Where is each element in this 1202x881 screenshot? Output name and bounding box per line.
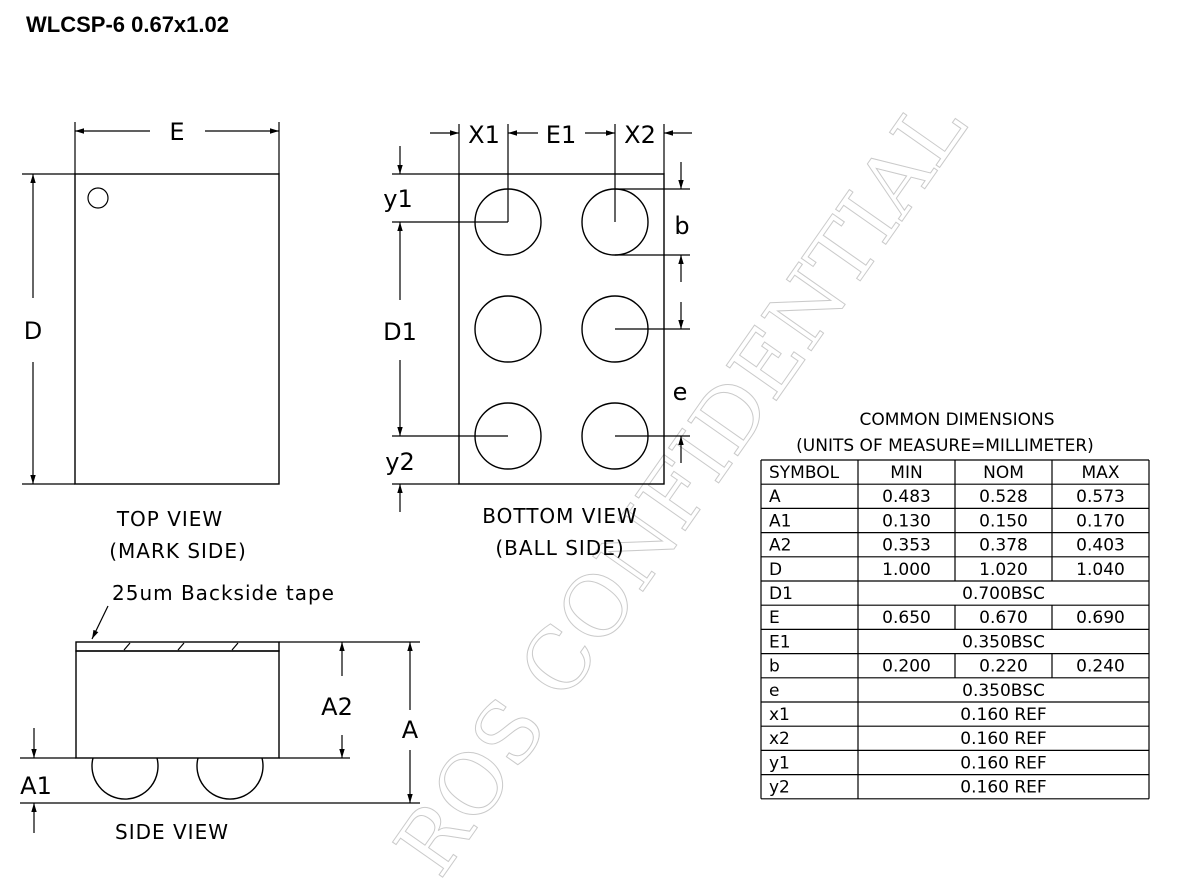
table-cell-max: 0.240 — [1076, 657, 1125, 677]
bottom-view-subcaption: (BALL SIDE) — [495, 536, 624, 560]
table-cell-min: 0.483 — [882, 487, 931, 507]
label-d1: D1 — [383, 318, 417, 346]
table-cell-max: 1.040 — [1076, 560, 1125, 580]
table-cell-span: 0.350BSC — [962, 681, 1045, 701]
table-cell-max: 0.170 — [1076, 511, 1125, 531]
table-header-max: MAX — [1082, 463, 1120, 483]
table-header-min: MIN — [890, 463, 922, 483]
table-cell-symbol: A2 — [769, 536, 791, 556]
table-header-symbol: SYMBOL — [769, 463, 840, 483]
table-cell-symbol: y1 — [769, 753, 790, 773]
table-cell-symbol: A — [769, 487, 781, 507]
table-cell-span: 0.160 REF — [960, 778, 1046, 798]
top-view-caption: TOP VIEW — [116, 507, 223, 531]
label-x1: X1 — [468, 121, 500, 149]
table-cell-min: 0.353 — [882, 536, 931, 556]
table-cell-symbol: E1 — [769, 632, 791, 652]
table-cell-nom: 0.378 — [979, 536, 1028, 556]
label-a: A — [402, 716, 419, 744]
bottom-view: X1 E1 X2 y1 D1 y2 b e BOT — [383, 121, 692, 560]
label-e-pitch: e — [673, 378, 688, 406]
table-grid — [760, 459, 1150, 800]
side-view: 25um Backside tape A2 A A1 SIDE VIEW — [20, 581, 420, 844]
tape-label: 25um Backside tape — [112, 581, 335, 605]
table-cell-symbol: b — [769, 657, 780, 677]
table-cell-nom: 0.220 — [979, 657, 1028, 677]
table-cell-span: 0.700BSC — [962, 584, 1045, 604]
table-cell-symbol: x1 — [769, 705, 790, 725]
table-cell-nom: 0.528 — [979, 487, 1028, 507]
label-a2: A2 — [321, 693, 353, 721]
table-cell-symbol: y2 — [769, 778, 790, 798]
table-subheading: (UNITS OF MEASURE=MILLIMETER) — [796, 436, 1094, 456]
label-y2: y2 — [385, 448, 414, 476]
table-cell-min: 0.200 — [882, 657, 931, 677]
table-cell-symbol: D1 — [769, 584, 793, 604]
side-view-body — [75, 650, 280, 759]
side-view-caption: SIDE VIEW — [115, 820, 229, 844]
label-e1: E1 — [546, 121, 576, 149]
label-e: E — [169, 118, 184, 146]
table-cell-max: 0.690 — [1076, 608, 1125, 628]
table-cell-span: 0.160 REF — [960, 729, 1046, 749]
table-cell-symbol: D — [769, 560, 782, 580]
ball-left — [91, 757, 159, 800]
table-heading: COMMON DIMENSIONS — [859, 410, 1054, 430]
dimensions-table: COMMON DIMENSIONS (UNITS OF MEASURE=MILL… — [760, 410, 1150, 800]
table-header-nom: NOM — [983, 463, 1024, 483]
table-cell-min: 0.650 — [882, 608, 931, 628]
page-title: WLCSP-6 0.67x1.02 — [26, 12, 229, 37]
table-cell-span: 0.160 REF — [960, 705, 1046, 725]
top-view-body — [74, 173, 280, 485]
table-cell-min: 1.000 — [882, 560, 931, 580]
top-view-subcaption: (MARK SIDE) — [109, 539, 247, 563]
ball-right — [196, 757, 264, 800]
backside-tape — [75, 641, 280, 652]
table-cell-span: 0.160 REF — [960, 753, 1046, 773]
table-cell-max: 0.403 — [1076, 536, 1125, 556]
label-d: D — [24, 317, 42, 345]
table-cell-span: 0.350BSC — [962, 632, 1045, 652]
table-cell-min: 0.130 — [882, 511, 931, 531]
label-x2: X2 — [624, 121, 656, 149]
table-cell-symbol: x2 — [769, 729, 790, 749]
table-cell-nom: 1.020 — [979, 560, 1028, 580]
pin1-mark-icon — [87, 187, 109, 209]
table-cell-symbol: e — [769, 681, 779, 701]
ball-b1 — [474, 295, 542, 363]
table-cell-nom: 0.670 — [979, 608, 1028, 628]
bottom-view-caption: BOTTOM VIEW — [482, 504, 638, 528]
top-view: E D TOP VIEW (MARK SIDE) — [22, 118, 280, 563]
table-cell-symbol: E — [769, 608, 780, 628]
table-cell-symbol: A1 — [769, 511, 791, 531]
label-a1: A1 — [20, 772, 52, 800]
table-cell-nom: 0.150 — [979, 511, 1028, 531]
table-cell-max: 0.573 — [1076, 487, 1125, 507]
label-y1: y1 — [383, 185, 412, 213]
label-b: b — [674, 212, 689, 240]
